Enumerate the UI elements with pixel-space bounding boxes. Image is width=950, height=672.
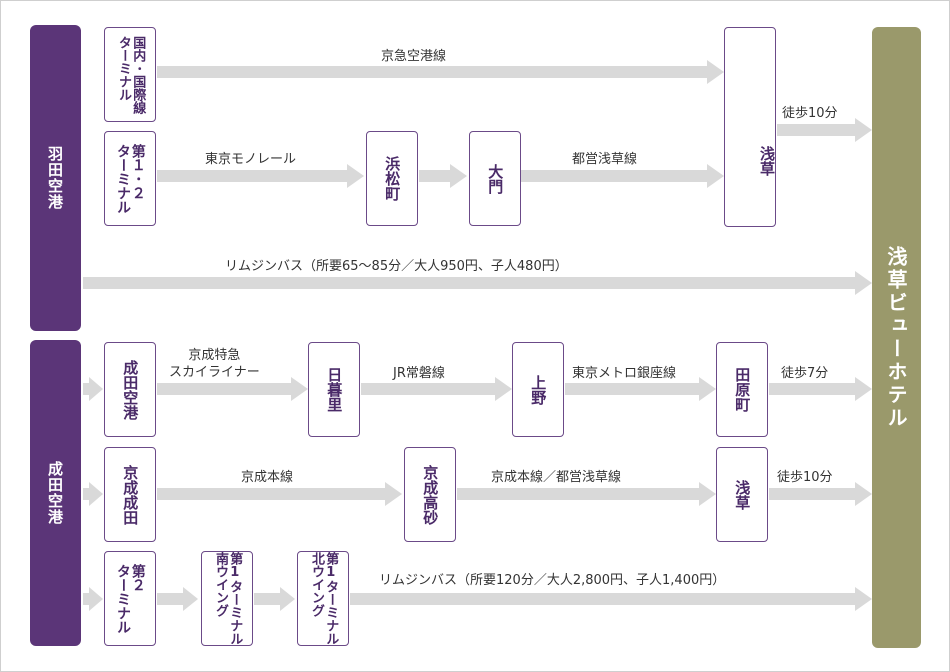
arrow-ginza-head — [699, 377, 716, 401]
arrow-narita3-in-head — [89, 587, 103, 611]
label-skyliner: 京成特急 スカイライナー — [169, 348, 260, 380]
arrow-keikyu — [157, 66, 707, 78]
label-keikyu-line: 京急空港線 — [381, 49, 447, 64]
station-ueno: 上野 — [512, 342, 564, 437]
hotel-block: 浅草ビューホテル — [872, 27, 921, 648]
arrow-haneda-bus — [83, 277, 855, 289]
arrow-t1south-t1north — [254, 593, 280, 605]
label-keisei-main: 京成本線 — [241, 470, 294, 485]
arrow-walk-tawaramachi-head — [855, 377, 872, 401]
label-walk-asakusa-narita: 徒歩10分 — [777, 470, 833, 485]
arrow-narita2-in — [83, 488, 89, 500]
label-jr-joban: JR常磐線 — [393, 366, 445, 381]
arrow-t2-t1south — [157, 593, 183, 605]
arrow-narita-bus — [350, 593, 855, 605]
label-ginza-line: 東京メトロ銀座線 — [572, 366, 677, 381]
station-daimon: 大門 — [469, 131, 521, 226]
narita-terminal-1-south: 第1ターミナル 南ウイング — [201, 551, 253, 646]
arrow-toei-asakusa — [521, 170, 707, 182]
narita-terminal-2: 第２ ターミナル — [104, 551, 156, 646]
arrow-skyliner — [157, 383, 291, 395]
arrow-hamamatsucho-daimon-head — [450, 164, 467, 188]
arrow-jr-joban — [361, 383, 495, 395]
arrow-jr-joban-head — [495, 377, 512, 401]
arrow-toei-asakusa-head — [707, 164, 724, 188]
haneda-airport-block: 羽田空港 — [30, 25, 81, 331]
arrow-keikyu-head — [707, 60, 724, 84]
station-narita-airport: 成田空港 — [104, 342, 156, 437]
arrow-haneda-bus-head — [855, 271, 872, 295]
label-walk-haneda: 徒歩10分 — [782, 106, 838, 121]
label-narita-bus: リムジンバス（所要120分／大人2,800円、子人1,400円） — [379, 573, 726, 588]
narita-airport-block: 成田空港 — [30, 340, 81, 646]
arrow-narita2-in-head — [89, 482, 103, 506]
arrow-narita-bus-head — [855, 587, 872, 611]
arrow-keisei-toei — [457, 488, 699, 500]
narita-terminal-1-north: 第1ターミナル 北ウイング — [297, 551, 349, 646]
station-hamamatsucho: 浜松町 — [366, 131, 418, 226]
arrow-walk-asakusa-narita-head — [855, 482, 872, 506]
arrow-skyliner-head — [291, 377, 308, 401]
station-keisei-takasago: 京成高砂 — [404, 447, 456, 542]
arrow-walk-haneda — [777, 124, 855, 136]
label-haneda-bus: リムジンバス（所要65〜85分／大人950円、子人480円） — [225, 259, 568, 274]
haneda-intl-terminal: 国内･国際線 ターミナル — [104, 27, 156, 122]
arrow-keisei-toei-head — [699, 482, 716, 506]
label-tokyo-monorail: 東京モノレール — [205, 152, 297, 167]
arrow-t2-t1south-head — [183, 587, 198, 611]
arrow-walk-tawaramachi — [769, 383, 855, 395]
arrow-walk-asakusa-narita — [769, 488, 855, 500]
arrow-narita3-in — [83, 593, 89, 605]
label-walk-tawaramachi: 徒歩7分 — [781, 366, 829, 381]
station-keisei-narita: 京成成田 — [104, 447, 156, 542]
station-nippori: 日暮里 — [308, 342, 360, 437]
label-keisei-toei: 京成本線／都営浅草線 — [491, 470, 622, 485]
arrow-ginza — [565, 383, 699, 395]
arrow-monorail — [157, 170, 347, 182]
arrow-keisei-main — [157, 488, 385, 500]
arrow-keisei-main-head — [385, 482, 402, 506]
arrow-narita1-in-head — [89, 377, 103, 401]
station-asakusa-haneda: 浅草 — [724, 27, 776, 227]
station-asakusa-narita: 浅草 — [716, 447, 768, 542]
arrow-t1south-t1north-head — [280, 587, 295, 611]
arrow-monorail-head — [347, 164, 364, 188]
label-toei-asakusa-line: 都営浅草線 — [572, 152, 638, 167]
arrow-hamamatsucho-daimon — [419, 170, 450, 182]
station-tawaramachi: 田原町 — [716, 342, 768, 437]
arrow-walk-haneda-head — [855, 118, 872, 142]
arrow-narita1-in — [83, 383, 89, 395]
haneda-t1-t2-terminal: 第１･２ ターミナル — [104, 131, 156, 226]
